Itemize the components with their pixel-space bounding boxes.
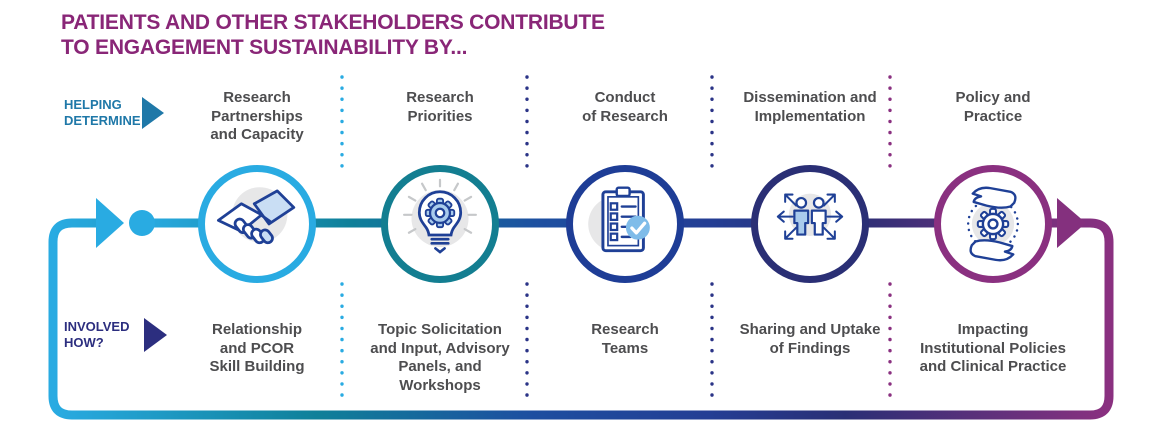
stage-circle-research-priorities <box>381 165 499 283</box>
lightbulb-gear-icon <box>403 178 477 254</box>
handshake-icon <box>216 187 296 245</box>
clipboard-checklist-icon <box>588 186 650 253</box>
stage-circle-research-partnerships <box>198 165 316 283</box>
page-title: PATIENTS AND OTHER STAKEHOLDERS CONTRIBU… <box>61 11 605 59</box>
stage-circle-dissemination <box>751 165 869 283</box>
stage-label-research-priorities: Research Priorities <box>406 89 474 125</box>
flow-start-dot <box>129 210 155 236</box>
stage-label-conduct-of-research: Conduct of Research <box>582 89 668 125</box>
loop-path <box>48 218 1114 420</box>
involvement-label-skill-building: Relationship and PCOR Skill Building <box>209 321 305 375</box>
people-arrows-icon <box>776 193 844 240</box>
involved-how-arrow-icon <box>144 318 167 352</box>
hands-gear-icon <box>966 186 1020 262</box>
involvement-label-sharing-uptake: Sharing and Uptake of Findings <box>739 321 881 357</box>
flow-end-arrow-icon <box>1057 198 1086 248</box>
helping-determine-arrow-icon <box>142 97 164 129</box>
involved-how-label: INVOLVED HOW? <box>64 319 130 350</box>
flow-restart-arrow-icon <box>96 198 124 248</box>
helping-determine-label: HELPING DETERMINE <box>64 97 141 128</box>
stage-label-research-partnerships: Research Partnerships and Capacity <box>210 89 304 143</box>
involvement-label-impacting-policies: Impacting Institutional Policies and Cli… <box>919 321 1067 375</box>
involvement-label-research-teams: Research Teams <box>591 321 659 357</box>
stage-circle-policy-practice <box>934 165 1052 283</box>
stage-label-policy-practice: Policy and Practice <box>955 89 1031 125</box>
stage-circle-conduct-of-research <box>566 165 684 283</box>
involvement-label-topic-solicitation: Topic Solicitation and Input, Advisory P… <box>370 321 510 394</box>
stage-label-dissemination: Dissemination and Implementation <box>743 89 877 125</box>
